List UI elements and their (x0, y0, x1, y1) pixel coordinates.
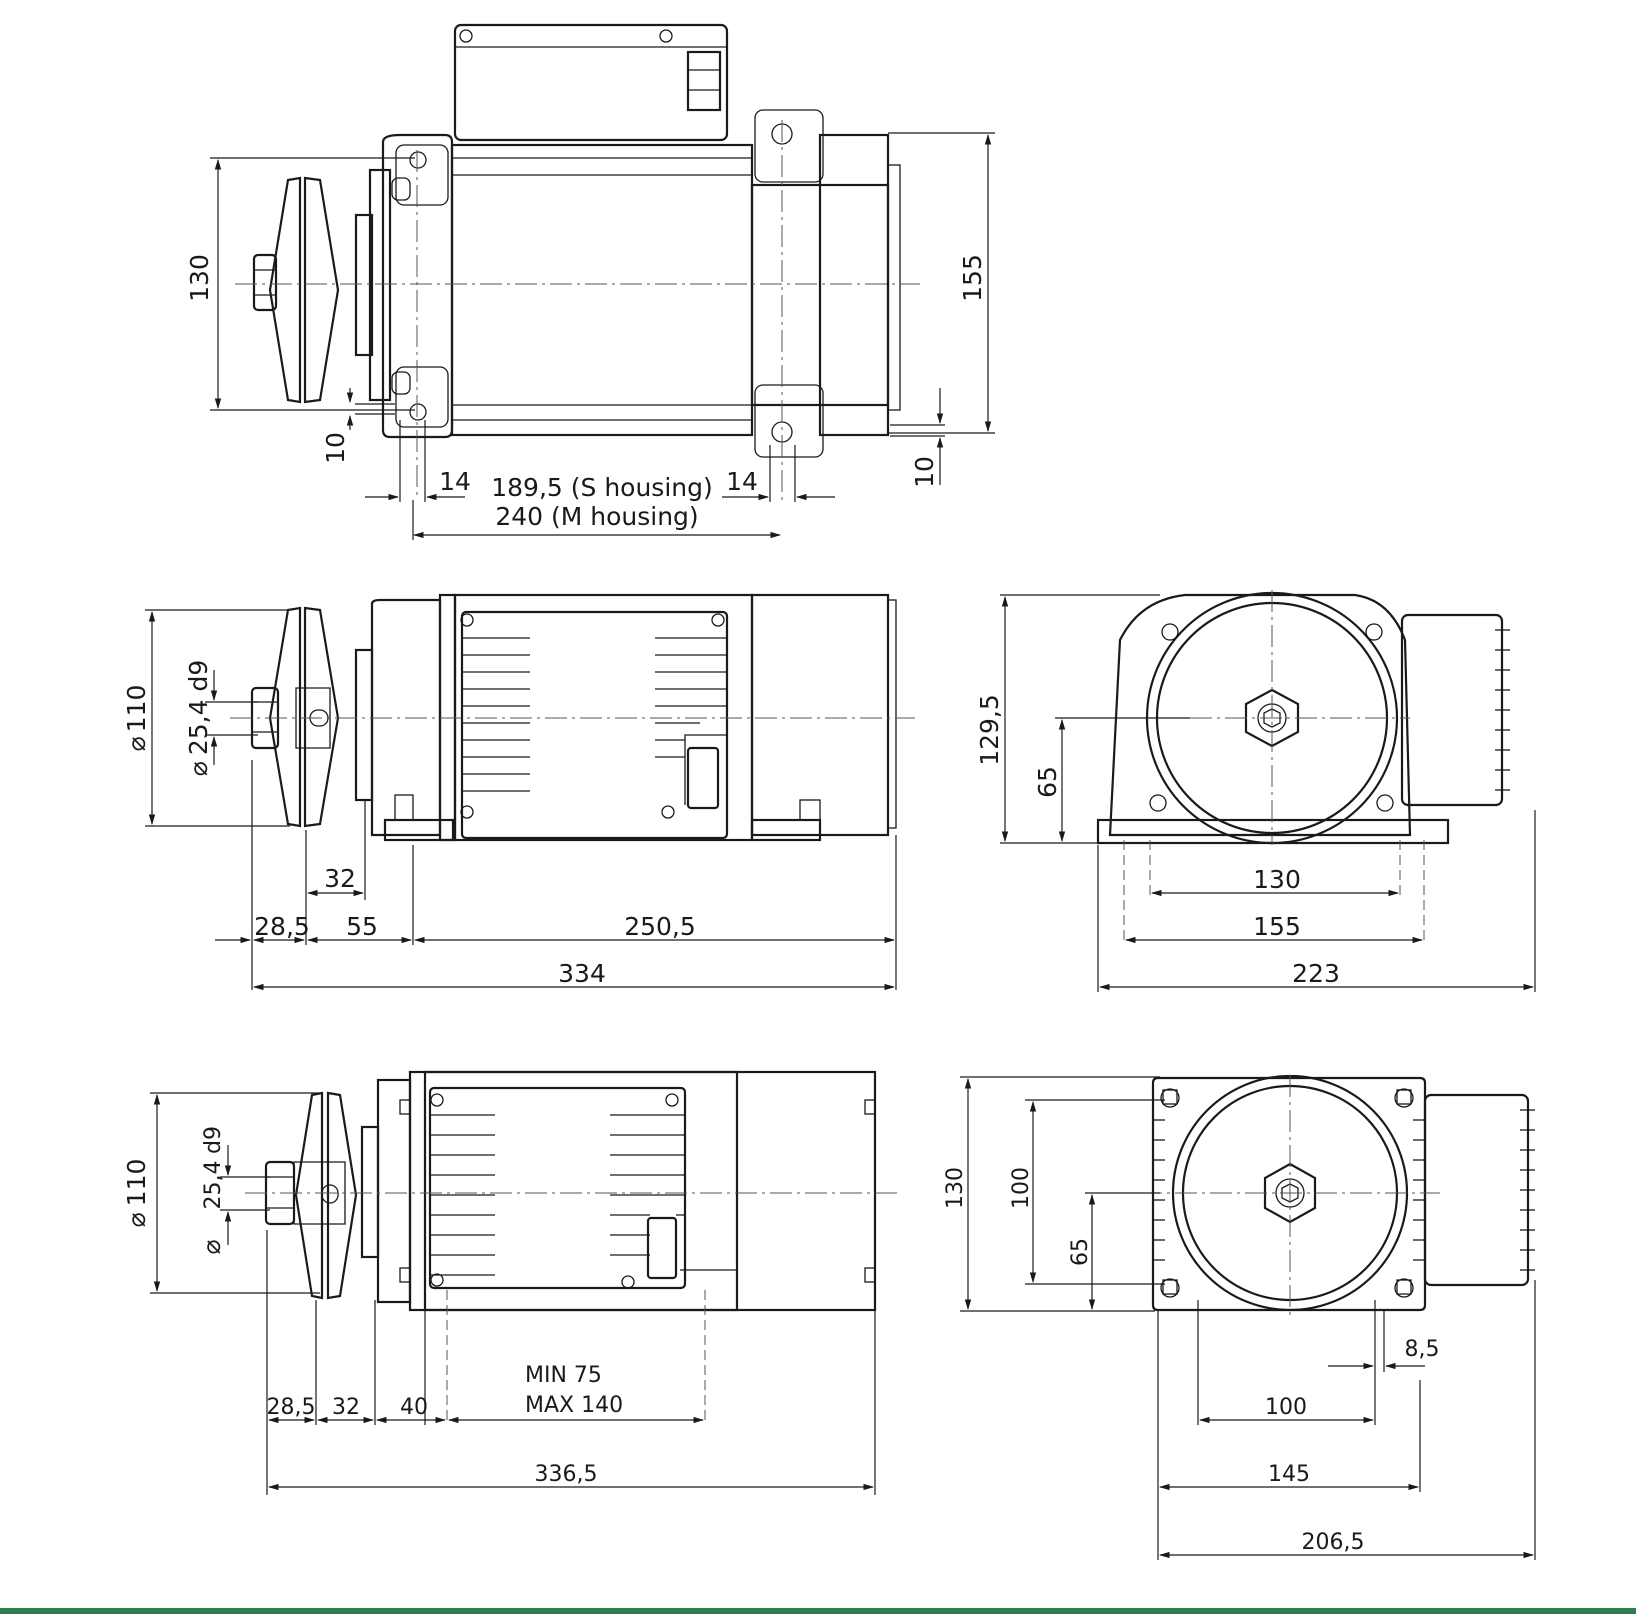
top-view: 130 155 10 10 14 14 189,5 (S housing) (185, 23, 995, 540)
dim-55-label: 55 (346, 912, 378, 941)
dim-100-h-label: 100 (1265, 1395, 1307, 1420)
dim-14-right-label: 14 (726, 467, 758, 496)
dim-206-5-label: 206,5 (1302, 1530, 1365, 1555)
side-view-m: ⌀110 25,4 d9 ⌀ MIN 75 MAX 140 28,5 32 40… (122, 1070, 900, 1495)
end-view-m: 130 100 65 8,5 100 145 206,5 (943, 1074, 1536, 1560)
min-label: MIN 75 (525, 1363, 602, 1388)
dia-symbol-m-label: ⌀ (197, 1239, 226, 1254)
dim-155-label: 155 (958, 254, 987, 302)
dim-250-5-label: 250,5 (624, 912, 696, 941)
dim-28-5-m-label: 28,5 (267, 1395, 316, 1420)
side-view-s: ⌀110 ⌀25,4 d9 32 28,5 55 250,5 334 (122, 593, 915, 991)
dim-130-m-label: 130 (943, 1167, 968, 1209)
dim-130-label: 130 (185, 254, 214, 302)
bottom-accent-rule (0, 1608, 1636, 1614)
dim-8-5-label: 8,5 (1405, 1337, 1440, 1362)
dia-110-label: ⌀110 (122, 685, 151, 752)
dim-32-m-label: 32 (332, 1395, 360, 1420)
dia-110-m-label: ⌀110 (122, 1159, 151, 1228)
dim-28-5-label: 28,5 (254, 912, 310, 941)
dim-65-m-label: 65 (1068, 1238, 1093, 1266)
dim-223-label: 223 (1292, 959, 1340, 988)
dim-145-label: 145 (1268, 1462, 1310, 1487)
dim-32-label: 32 (324, 864, 356, 893)
dim-65-label: 65 (1033, 766, 1062, 798)
end-view-s: 129,5 65 130 155 223 (975, 590, 1536, 992)
dim-336-5-label: 336,5 (535, 1462, 598, 1487)
dia-shaft-label: ⌀25,4 d9 (184, 660, 213, 776)
dim-14-left-label: 14 (439, 467, 471, 496)
dim-40-m-label: 40 (400, 1395, 428, 1420)
dim-129-5-label: 129,5 (975, 694, 1004, 766)
dim-100-v-label: 100 (1009, 1167, 1034, 1209)
dim-130-end-label: 130 (1253, 865, 1301, 894)
dim-155-end-label: 155 (1253, 912, 1301, 941)
housing-m-label: 240 (M housing) (495, 502, 698, 531)
dia-shaft-m-b-label: d9 (201, 1126, 226, 1154)
housing-s-label: 189,5 (S housing) (491, 473, 713, 502)
dim-10-right-label: 10 (910, 456, 939, 488)
dim-10-left-label: 10 (321, 432, 350, 464)
dim-334-label: 334 (558, 959, 606, 988)
dia-shaft-m-a-label: 25,4 (201, 1161, 226, 1210)
max-label: MAX 140 (525, 1393, 623, 1418)
